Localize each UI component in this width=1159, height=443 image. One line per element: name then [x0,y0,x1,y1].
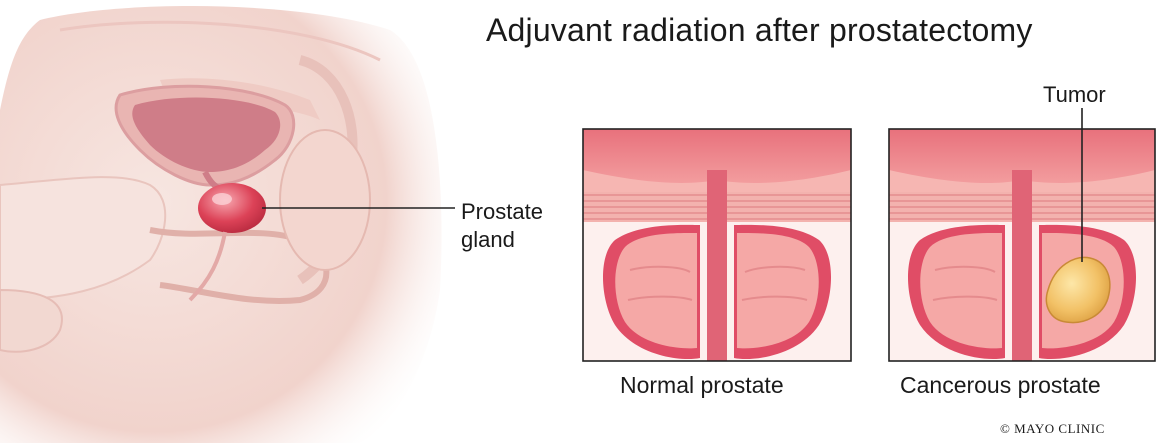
normal-prostate-caption: Normal prostate [620,372,784,399]
cancerous-prostate-panel [889,129,1155,361]
prostate-label-line2: gland [461,226,543,254]
tumor-label: Tumor [1043,82,1106,108]
prostate-gland-shape [198,183,266,233]
prostate-label-line1: Prostate [461,198,543,226]
diagram-title: Adjuvant radiation after prostatectomy [486,12,1033,49]
normal-prostate-panel [583,129,851,361]
copyright-credit: © MAYO CLINIC [1000,421,1105,437]
cancerous-prostate-caption: Cancerous prostate [900,372,1101,399]
pelvis-cross-section [0,6,442,443]
prostate-gland-label: Prostate gland [461,198,543,254]
